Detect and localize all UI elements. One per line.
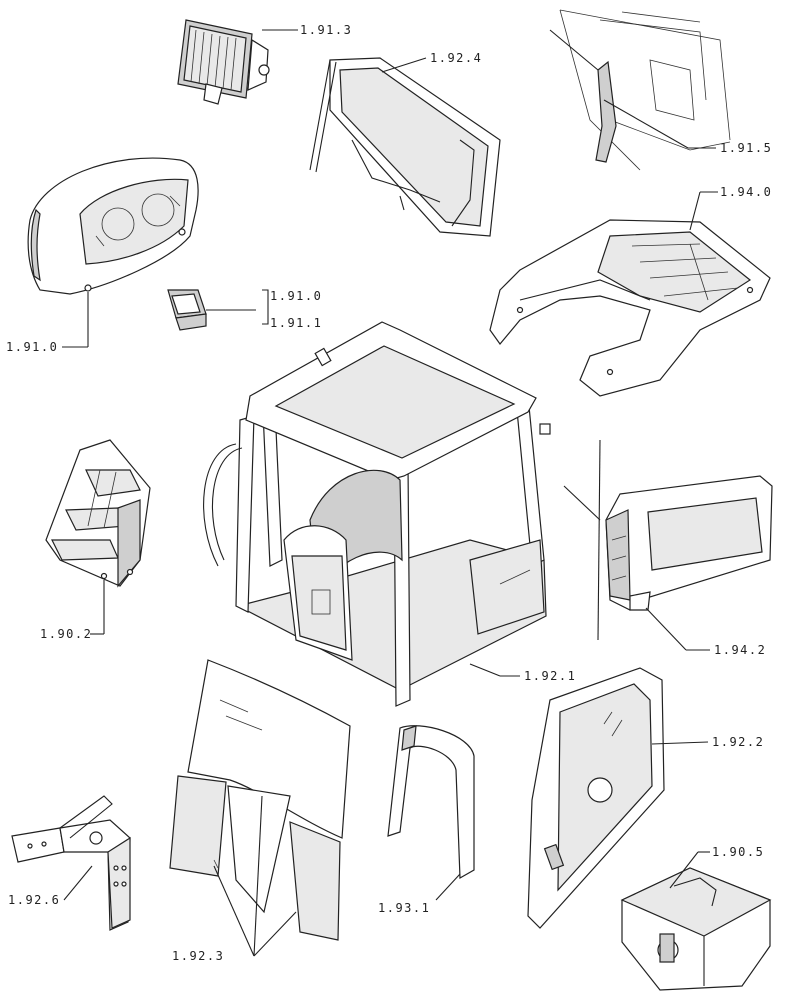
cab-frame-part <box>203 321 551 707</box>
callout-work-light: 1.91.3 <box>300 23 352 37</box>
callout-switch-b: 1.91.1 <box>270 316 322 330</box>
callout-switch-a: 1.91.0 <box>270 289 322 303</box>
callout-cab-frame: 1.92.1 <box>524 669 576 683</box>
work-light-part <box>177 19 270 105</box>
roof-panel-part <box>489 219 771 397</box>
glass-set-part <box>169 659 351 941</box>
callout-instrument-cluster: 1.91.0 <box>6 340 58 354</box>
callout-seal: 1.93.1 <box>378 901 430 915</box>
callout-bracket: 1.92.6 <box>8 893 60 907</box>
toolbox-part <box>620 867 772 991</box>
seal-part <box>387 725 475 880</box>
bracket-part <box>11 795 131 931</box>
callout-rear-window: 1.92.4 <box>430 51 482 65</box>
callout-side-console: 1.94.2 <box>714 643 766 657</box>
callout-roof-panel: 1.94.0 <box>720 185 772 199</box>
callout-door: 1.92.2 <box>712 735 764 749</box>
side-console-part <box>605 475 773 611</box>
rear-window-part <box>309 57 501 237</box>
step-part <box>45 439 151 588</box>
leader-lines <box>62 29 718 957</box>
instrument-cluster-part <box>27 157 199 295</box>
callout-toolbox: 1.90.5 <box>712 845 764 859</box>
door-part <box>527 667 665 929</box>
rocker-switch-part <box>167 289 207 331</box>
callout-wiper: 1.91.5 <box>720 141 772 155</box>
wiper-part <box>549 9 731 171</box>
callout-step: 1.90.2 <box>40 627 92 641</box>
callout-glass-set: 1.92.3 <box>172 949 224 963</box>
